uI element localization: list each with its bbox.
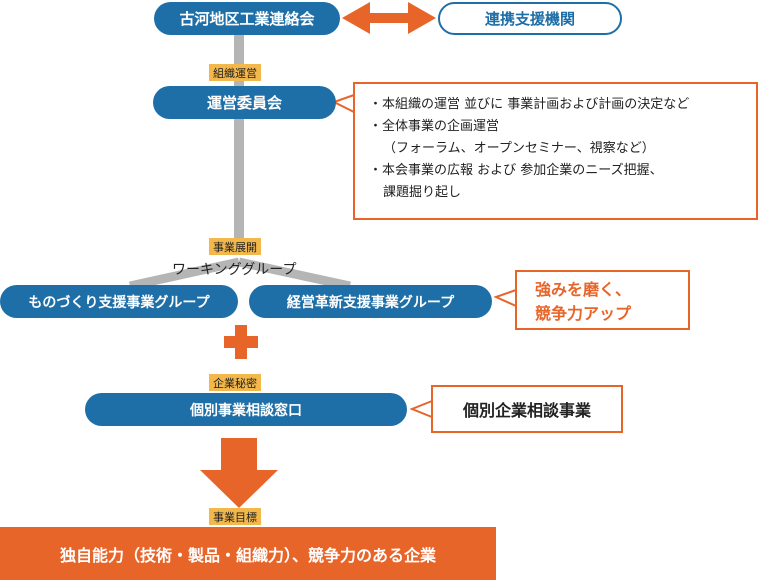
committee-callout-pointer xyxy=(331,93,355,114)
council-node: 古河地区工業連絡会 xyxy=(154,2,340,35)
consult-callout: 個別企業相談事業 xyxy=(431,385,623,433)
committee-label: 運営委員会 xyxy=(206,94,282,112)
tag-business-development: 事業展開 xyxy=(209,238,261,255)
committee-note-5: 課題掘り起し xyxy=(383,185,462,200)
consult-window-node: 個別事業相談窓口 xyxy=(85,393,407,426)
plus-icon xyxy=(224,325,258,359)
goal-banner-label: 独自能力（技術・製品・組織力）、競争力のある企業 xyxy=(59,545,436,565)
working-group-label: ワーキンググループ xyxy=(172,262,297,278)
tag-goal: 事業目標 xyxy=(209,508,261,525)
committee-note-1: ・本組織の運営 並びに 事業計画および計画の決定など xyxy=(369,97,690,112)
committee-notes-callout: ・本組織の運営 並びに 事業計画および計画の決定など ・全体事業の企画運営 （フ… xyxy=(353,82,758,220)
committee-node: 運営委員会 xyxy=(153,86,336,119)
tag-org-management: 組織運営 xyxy=(209,64,261,81)
group-monozukuri-label: ものづくり支援事業グループ xyxy=(28,294,210,311)
group-monozukuri: ものづくり支援事業グループ xyxy=(0,285,238,318)
committee-note-3: （フォーラム、オープンセミナー、視察など） xyxy=(383,141,655,156)
goal-banner: 独自能力（技術・製品・組織力）、競争力のある企業 xyxy=(0,527,496,580)
strength-line-2: 競争力アップ xyxy=(535,304,632,323)
down-arrow-icon xyxy=(200,438,278,508)
branch-line-right xyxy=(238,257,351,291)
council-label: 古河地区工業連絡会 xyxy=(179,10,315,28)
consult-window-label: 個別事業相談窓口 xyxy=(190,402,302,419)
committee-note-2: ・全体事業の企画運営 xyxy=(369,119,500,134)
group-management-innovation-label: 経営革新支援事業グループ xyxy=(286,294,455,311)
strength-callout-pointer xyxy=(493,288,517,308)
trunk-line-middle xyxy=(234,118,244,238)
branch-line-left xyxy=(129,257,240,291)
double-arrow-icon xyxy=(342,2,436,34)
strength-callout: 強みを磨く、 競争力アップ xyxy=(515,270,690,330)
support-orgs-node: 連携支援機関 xyxy=(438,2,622,35)
consult-callout-label: 個別企業相談事業 xyxy=(462,401,591,420)
group-management-innovation: 経営革新支援事業グループ xyxy=(249,285,492,318)
tag-confidential: 企業秘密 xyxy=(209,374,261,391)
consult-callout-pointer xyxy=(409,399,433,419)
support-orgs-label: 連携支援機関 xyxy=(484,10,575,28)
committee-note-4: ・本会事業の広報 および 参加企業のニーズ把握、 xyxy=(369,163,663,178)
strength-line-1: 強みを磨く、 xyxy=(535,280,632,299)
